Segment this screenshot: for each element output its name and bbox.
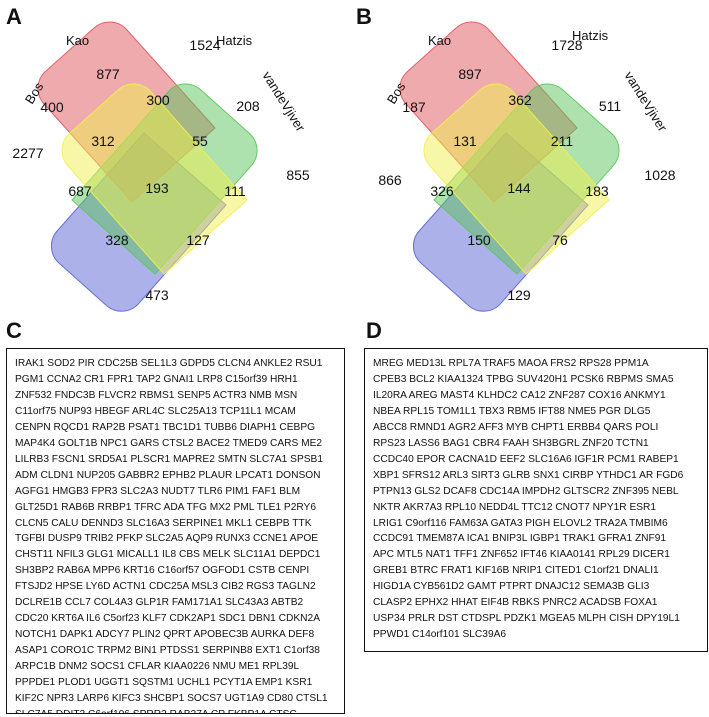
count-bos-kao-vandevjiver: 127: [186, 232, 210, 248]
count-bos-kao-hatzis: 312: [91, 133, 115, 149]
count-bos-only: 866: [378, 172, 402, 188]
count-bos-only: 2277: [12, 145, 43, 161]
count-bos-vandevjiver: 129: [507, 287, 531, 303]
count-vandevjiver-only: 855: [286, 167, 310, 183]
count-kao-vandevjiver: 183: [585, 183, 609, 199]
count-hatzis-only: 1524: [189, 37, 220, 53]
region-counts: 866 897 1728 1028 187 362 511 131 211 32…: [378, 37, 675, 303]
ellipse-vandevjiver: [61, 83, 248, 275]
venn-diagram-b: Bos Kao Hatzis vandeVjiver 866 897 1728 …: [378, 21, 676, 312]
panel-label-a: A: [6, 4, 22, 29]
count-bos-hatzis: 326: [430, 183, 454, 199]
count-kao-hatzis: 300: [146, 92, 170, 108]
set-label-kao: Kao: [66, 33, 89, 48]
gene-list-d: MREG MED13L RPL7A TRAF5 MAOA FRS2 RPS28 …: [364, 348, 708, 652]
count-bos-kao-vandevjiver: 76: [552, 232, 568, 248]
count-kao-only: 877: [96, 66, 120, 82]
count-kao-hatzis-vandevjiver: 211: [551, 133, 574, 149]
count-bos-hatzis-vandevjiver: 150: [467, 232, 491, 248]
count-vandevjiver-only: 1028: [644, 167, 675, 183]
count-kao-hatzis-vandevjiver: 55: [192, 133, 208, 149]
count-hatzis-only: 1728: [551, 37, 582, 53]
gene-list-c: IRAK1 SOD2 PIR CDC25B SEL1L3 GDPD5 CLCN4…: [6, 348, 345, 714]
set-label-vandevjiver: vandeVjiver: [621, 69, 670, 135]
venn-diagram-a: Bos Kao Hatzis vandeVjiver 2277 877 1524…: [12, 21, 310, 312]
venn-ellipses: [37, 21, 258, 312]
count-bos-hatzis: 687: [68, 183, 92, 199]
set-label-kao: Kao: [428, 33, 451, 48]
count-kao-vandevjiver: 111: [224, 183, 245, 199]
count-all-four: 144: [507, 180, 531, 196]
count-bos-vandevjiver: 473: [145, 287, 169, 303]
venn-ellipses: [399, 21, 620, 312]
count-bos-hatzis-vandevjiver: 328: [105, 232, 129, 248]
panel-label-c: C: [6, 318, 22, 343]
panel-label-b: B: [356, 4, 372, 29]
set-label-hatzis: Hatzis: [216, 33, 253, 48]
set-label-vandevjiver: vandeVjiver: [259, 69, 308, 135]
ellipse-vandevjiver: [423, 83, 610, 275]
count-hatzis-vandevjiver: 208: [236, 98, 260, 114]
count-kao-hatzis: 362: [508, 92, 532, 108]
count-bos-kao: 400: [40, 99, 64, 115]
panel-label-d: D: [366, 318, 382, 343]
count-hatzis-vandevjiver: 511: [599, 98, 622, 114]
count-all-four: 193: [145, 180, 169, 196]
count-kao-only: 897: [458, 66, 482, 82]
count-bos-kao-hatzis: 131: [453, 133, 477, 149]
count-bos-kao: 187: [402, 99, 426, 115]
region-counts: 2277 877 1524 855 400 300 208 312 55 687…: [12, 37, 309, 303]
set-label-hatzis: Hatzis: [572, 28, 609, 43]
